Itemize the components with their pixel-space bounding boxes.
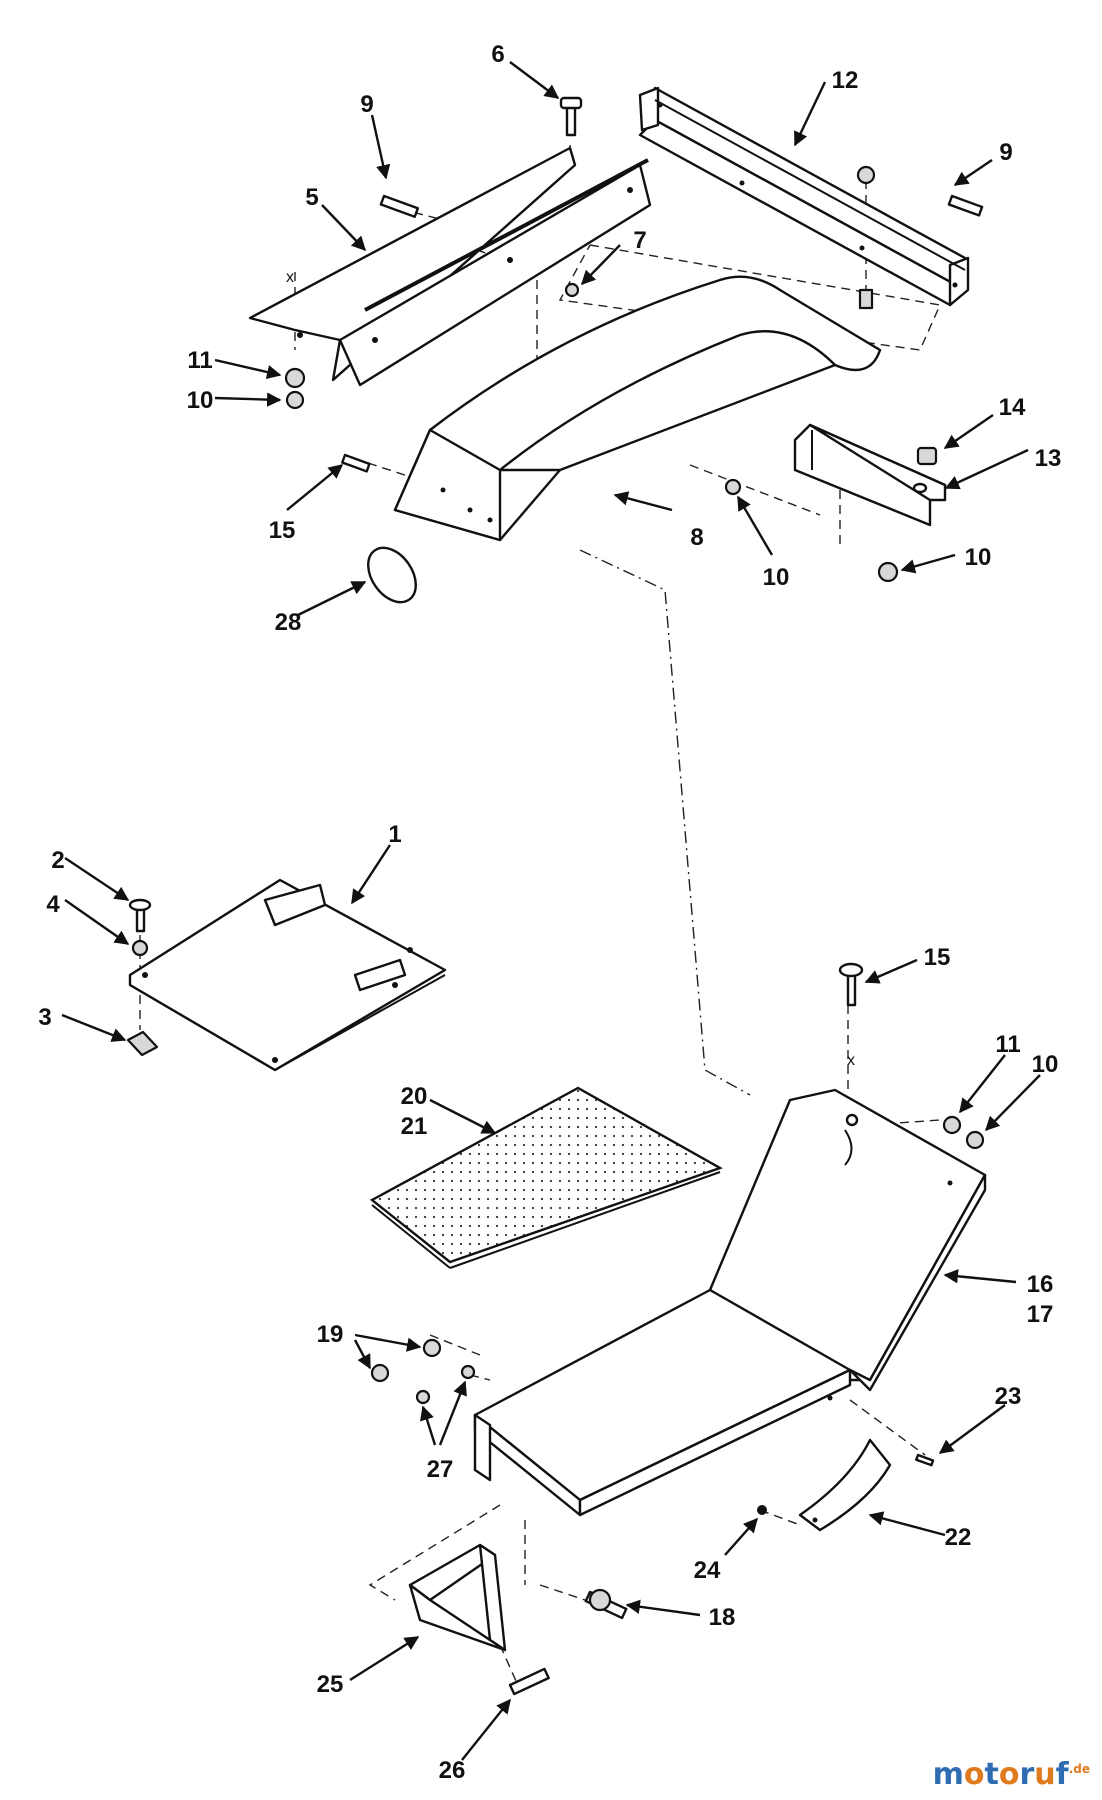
callout-15: 15 bbox=[269, 517, 296, 544]
callout-9: 9 bbox=[999, 139, 1012, 166]
callout-9: 9 bbox=[360, 91, 373, 118]
watermark-letter: o bbox=[963, 1757, 985, 1792]
callout-2: 2 bbox=[51, 847, 64, 874]
callout-5: 5 bbox=[305, 184, 318, 211]
watermark-text: motoruf bbox=[933, 1757, 1069, 1792]
watermark-letter: t bbox=[984, 1757, 999, 1792]
callout-14: 14 bbox=[999, 394, 1026, 421]
callout-19: 19 bbox=[317, 1321, 344, 1348]
callout-1: 1 bbox=[388, 821, 401, 848]
callout-18: 18 bbox=[709, 1604, 736, 1631]
callout-12: 12 bbox=[832, 67, 859, 94]
callout-28: 28 bbox=[275, 609, 302, 636]
callout-15: 15 bbox=[924, 944, 951, 971]
callout-23: 23 bbox=[995, 1383, 1022, 1410]
watermark-letter: o bbox=[998, 1757, 1020, 1792]
callout-numbers: 6 12 9 9 5 7 11 10 14 13 15 8 10 10 28 1… bbox=[38, 41, 1061, 1784]
callout-22: 22 bbox=[945, 1524, 972, 1551]
part-5-angle-bracket bbox=[248, 146, 652, 387]
watermark-letter: u bbox=[1034, 1757, 1056, 1792]
callout-11: 11 bbox=[187, 347, 212, 374]
callout-20: 20 bbox=[401, 1083, 428, 1110]
callout-17: 17 bbox=[1027, 1301, 1054, 1328]
callout-26: 26 bbox=[439, 1757, 466, 1784]
callout-10: 10 bbox=[187, 387, 214, 414]
callout-6: 6 bbox=[491, 41, 504, 68]
callout-25: 25 bbox=[317, 1671, 344, 1698]
assembly-lines bbox=[139, 145, 942, 1691]
callout-7: 7 bbox=[633, 227, 646, 254]
x-mark: x bbox=[847, 1052, 855, 1069]
hardware bbox=[126, 96, 985, 1696]
callout-4: 4 bbox=[46, 891, 60, 918]
callout-16: 16 bbox=[1027, 1271, 1054, 1298]
part-12-cross-channel bbox=[638, 86, 970, 307]
callout-10: 10 bbox=[1032, 1051, 1059, 1078]
site-watermark: motoruf.de bbox=[933, 1757, 1090, 1792]
callout-13: 13 bbox=[1035, 445, 1062, 472]
callout-10: 10 bbox=[965, 544, 992, 571]
part-25-angle-bracket bbox=[408, 1543, 507, 1652]
x-mark: x bbox=[286, 269, 294, 286]
part-28-oval-plug bbox=[367, 546, 417, 604]
part-20-21-floor-mat bbox=[369, 1086, 723, 1269]
watermark-letter: m bbox=[932, 1757, 964, 1792]
callout-27: 27 bbox=[427, 1456, 454, 1483]
callout-3: 3 bbox=[38, 1004, 51, 1031]
callout-10: 10 bbox=[763, 564, 790, 591]
part-16-17-footrest bbox=[473, 1088, 987, 1517]
callout-11: 11 bbox=[995, 1031, 1020, 1058]
part-13-bracket bbox=[793, 423, 947, 527]
watermark-letter: r bbox=[1019, 1757, 1035, 1792]
leader-arrows bbox=[61, 61, 1041, 1761]
callout-8: 8 bbox=[690, 524, 703, 551]
part-1-plate bbox=[128, 878, 447, 1072]
part-22-bracket bbox=[798, 1438, 892, 1532]
part-8-fender bbox=[393, 275, 882, 542]
callout-24: 24 bbox=[694, 1557, 721, 1584]
watermark-suffix: .de bbox=[1068, 1762, 1090, 1776]
callout-21: 21 bbox=[401, 1113, 428, 1140]
watermark-letter: f bbox=[1055, 1757, 1069, 1792]
